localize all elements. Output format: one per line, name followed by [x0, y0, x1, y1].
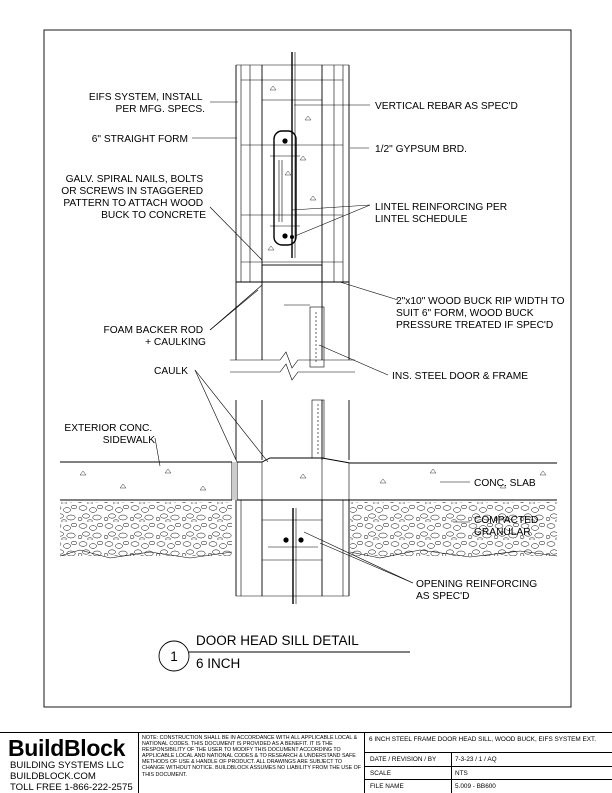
brand-company: BUILDING SYSTEMS LLC	[10, 760, 125, 771]
label-caulk: CAULK	[154, 366, 188, 377]
detail-title-text: DOOR HEAD SILL DETAIL	[196, 633, 359, 648]
detail-title: 1 DOOR HEAD SILL DETAIL 6 INCH	[158, 633, 410, 672]
label-steel-door: INS. STEEL DOOR & FRAME	[392, 371, 528, 382]
label-compacted-granular: COMPACTED GRANULAR	[474, 515, 541, 538]
drawing-description-row: 6 INCH STEEL FRAME DOOR HEAD SILL, WOOD …	[365, 733, 612, 753]
detail-number-circle	[158, 640, 190, 672]
info-key: FILE NAME	[370, 783, 404, 790]
construction-note: NOTE: CONSTRUCTION SHALL BE IN ACCORDANC…	[138, 733, 364, 793]
detail-number: 1	[170, 649, 178, 664]
label-straight-form: 6" STRAIGHT FORM	[92, 134, 188, 145]
info-row-file: FILE NAME 5.009 - BB600	[365, 780, 612, 793]
wall-above-opening	[235, 52, 350, 283]
compacted-granular-fill	[59, 502, 558, 559]
label-sidewalk: EXTERIOR CONC. SIDEWALK	[64, 423, 155, 446]
info-key: DATE / REVISION / BY	[370, 756, 437, 763]
label-conc-slab: CONC. SLAB	[474, 478, 536, 489]
label-eifs: EIFS SYSTEM, INSTALL PER MFG. SPECS.	[89, 92, 205, 115]
info-key: SCALE	[370, 770, 391, 777]
door-frame-region	[230, 282, 355, 460]
info-value: NTS	[455, 770, 468, 777]
label-opening-reinforcing: OPENING REINFORCING AS SPEC'D	[416, 579, 540, 602]
footing-below-slab	[235, 500, 350, 604]
sheet-border	[43, 29, 572, 708]
info-value: 5.009 - BB600	[455, 783, 496, 790]
brand-website: BUILDBLOCK.COM	[10, 771, 96, 782]
label-lintel: LINTEL REINFORCING PER LINTEL SCHEDULE	[375, 202, 510, 225]
info-row-date: DATE / REVISION / BY 7-3-23 / 1 / AQ	[365, 753, 612, 767]
label-foam-backer: FOAM BACKER ROD + CAULKING	[104, 325, 207, 348]
label-galv-nails: GALV. SPIRAL NAILS, BOLTS OR SCREWS IN S…	[61, 174, 206, 221]
label-wood-buck: 2"x10" WOOD BUCK RIP WIDTH TO SUIT 6" FO…	[396, 296, 567, 331]
info-value: 7-3-23 / 1 / AQ	[455, 756, 497, 763]
drawing-info: 6 INCH STEEL FRAME DOOR HEAD SILL, WOOD …	[364, 733, 612, 793]
detail-subtitle: 6 INCH	[196, 656, 240, 671]
brand-phone: TOLL FREE 1-866-222-2575	[10, 782, 133, 793]
info-row-scale: SCALE NTS	[365, 767, 612, 780]
leader-lines	[154, 101, 470, 584]
title-block: BuildBlock BUILDING SYSTEMS LLC BUILDBLO…	[0, 732, 612, 793]
brand-logo: BuildBlock	[8, 735, 126, 761]
label-vertical-rebar: VERTICAL REBAR AS SPEC'D	[375, 101, 518, 112]
label-gypsum: 1/2" GYPSUM BRD.	[375, 144, 467, 155]
sidewalk-and-slab	[60, 457, 557, 501]
drawing-description: 6 INCH STEEL FRAME DOOR HEAD SILL, WOOD …	[369, 736, 597, 743]
